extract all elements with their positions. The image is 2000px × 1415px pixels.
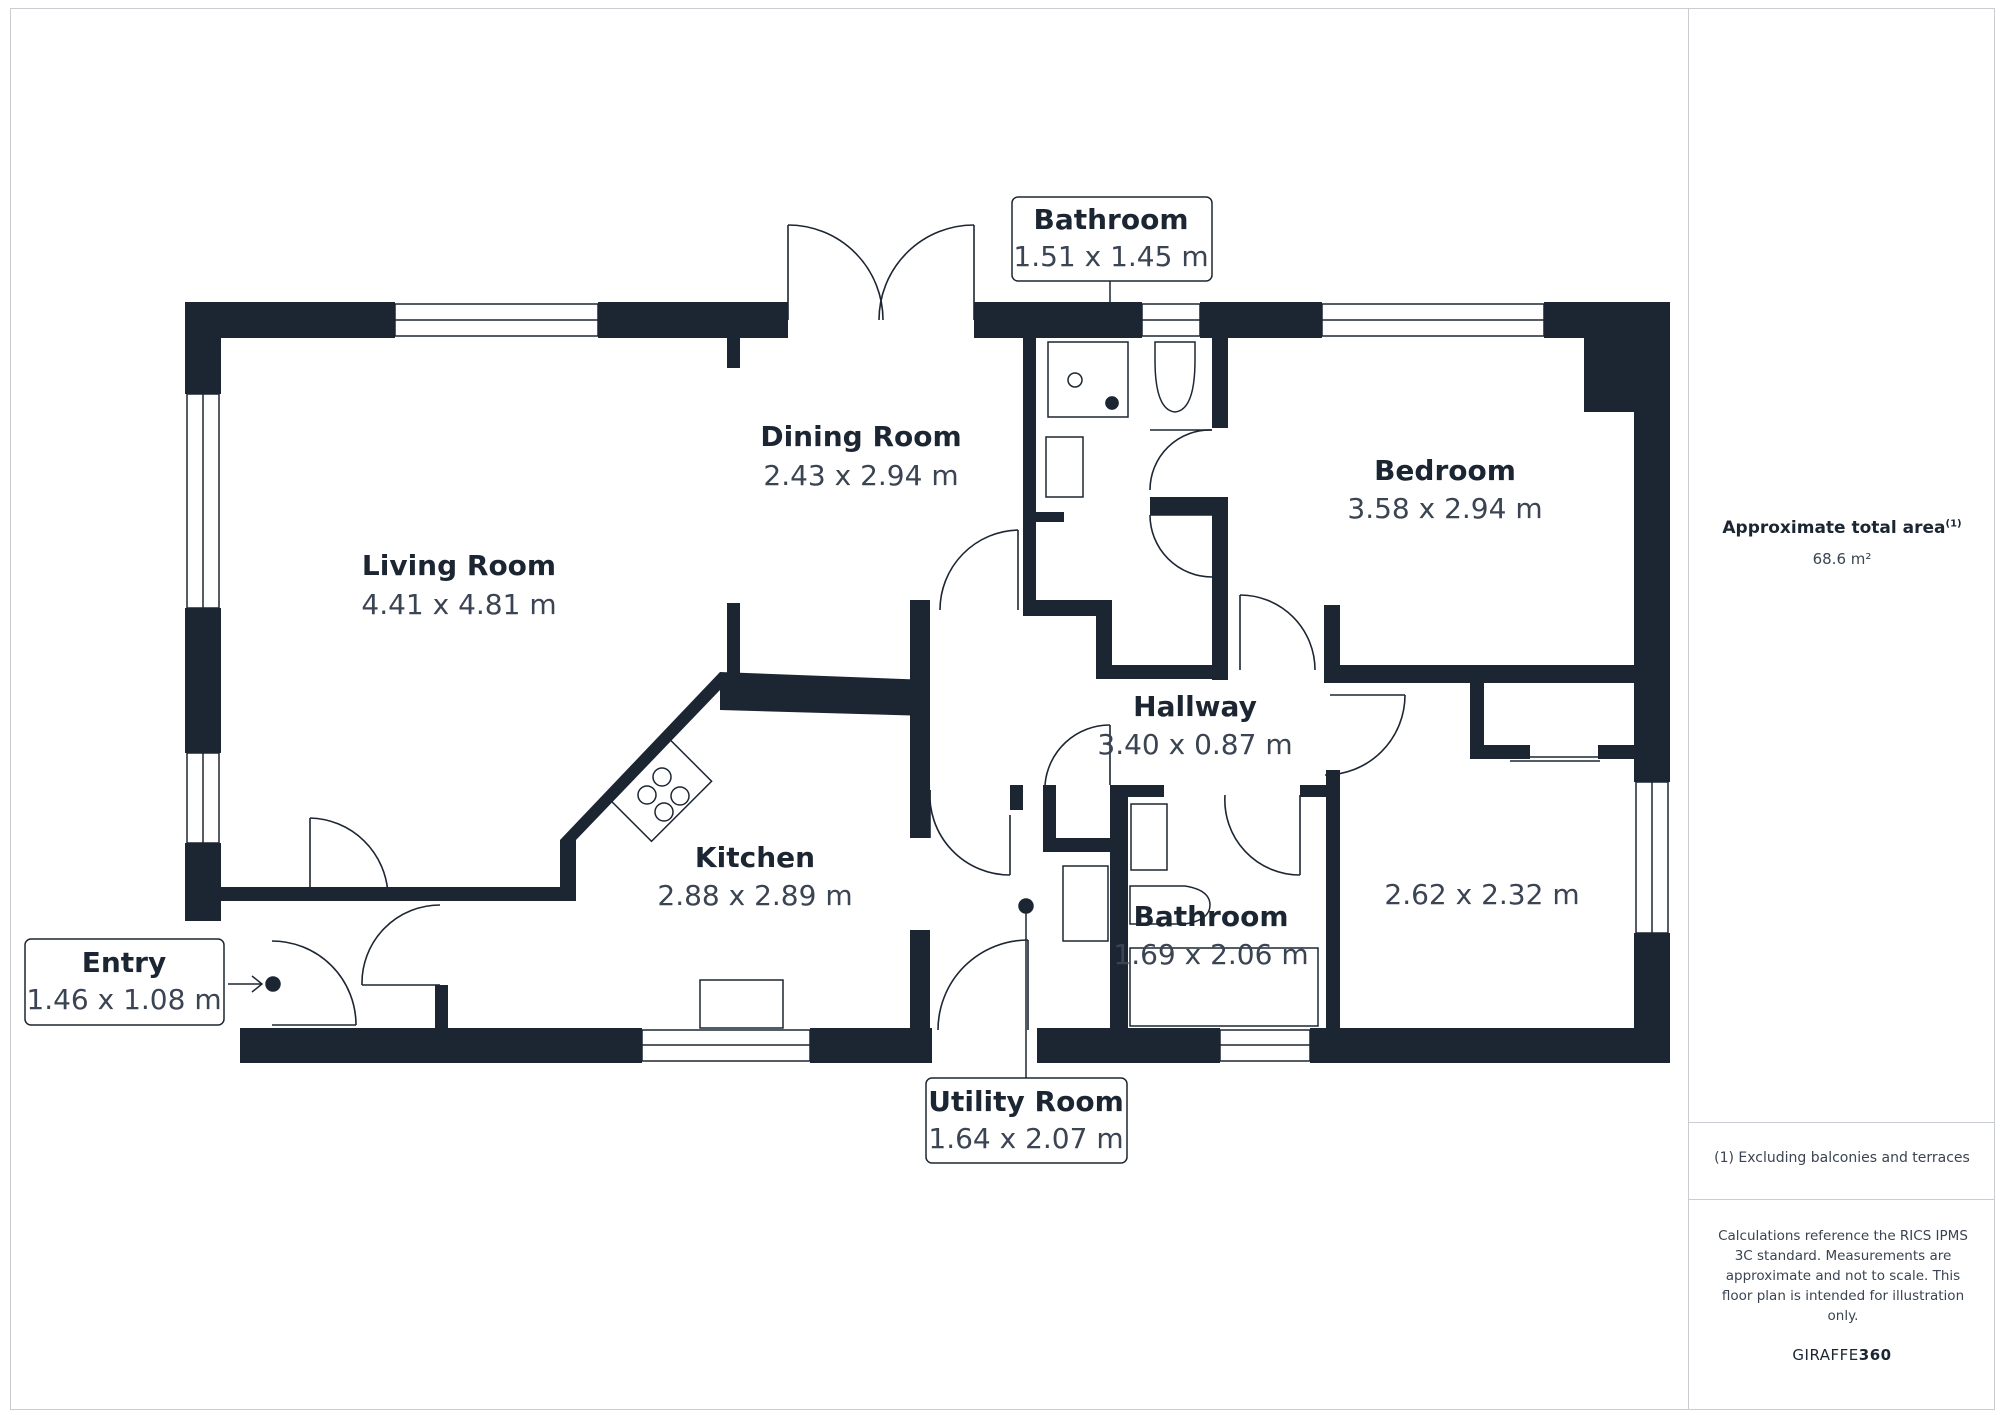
wall-closet-left	[1470, 680, 1484, 750]
wall-bottom-a	[240, 1028, 642, 1063]
wall-kitchen-diagonal	[560, 672, 720, 901]
basin-top	[1045, 436, 1084, 498]
area-value: 68.6 m²	[1812, 550, 1872, 568]
wall-bath-low-top-b	[1300, 785, 1340, 797]
burner-3	[654, 802, 674, 822]
bathroom-top-dims: 1.51 x 1.45 m	[1013, 240, 1208, 273]
bathroom-low-name: Bathroom	[1133, 900, 1288, 933]
wall-hall-top-b	[1096, 665, 1226, 679]
wall-dining-stub	[727, 338, 740, 368]
entry-dims: 1.46 x 1.08 m	[26, 983, 221, 1016]
basin-low	[1130, 803, 1168, 871]
wall-entry-right	[435, 985, 448, 1030]
wall-hall-top-a	[1023, 600, 1103, 616]
toilet-top	[1154, 341, 1196, 413]
sidebar-divider	[1688, 8, 1689, 1410]
utility-room-callout	[925, 1077, 1128, 1164]
dining-room-dims: 2.43 x 2.94 m	[763, 459, 958, 492]
utility-room-dims: 1.64 x 2.07 m	[928, 1122, 1123, 1155]
utility-room-name: Utility Room	[928, 1085, 1124, 1118]
floor-plan: Living Room 4.41 x 4.81 m Dining Room 2.…	[24, 196, 1670, 1164]
hallway-dims: 3.40 x 0.87 m	[1097, 728, 1292, 761]
wall-bath-top-bottom	[1150, 497, 1228, 515]
bathroom-top-name: Bathroom	[1033, 203, 1188, 236]
area-title-text: Approximate total area	[1722, 518, 1946, 538]
doors	[271, 224, 1600, 1031]
utility-appliance	[1062, 865, 1109, 942]
cooktop	[606, 736, 713, 843]
wall-entry-top	[185, 887, 560, 901]
wall-left-c	[185, 843, 221, 921]
bedroom-name: Bedroom	[1374, 454, 1516, 487]
wall-bedroom-bottom	[1324, 665, 1670, 683]
kitchen-name: Kitchen	[695, 841, 815, 874]
wall-bath-top-left	[1023, 338, 1036, 610]
wall-kitchen-top	[720, 672, 930, 716]
kitchen-dims: 2.88 x 2.89 m	[657, 879, 852, 912]
wall-kitchen-right	[910, 600, 930, 838]
wall-bottom-d	[1310, 1028, 1670, 1063]
hallway-name: Hallway	[1133, 690, 1257, 723]
page-frame	[10, 8, 1995, 1410]
wall-kitchen-right-low	[910, 930, 930, 1028]
wall-top-right-a	[974, 302, 1142, 338]
bathroom-top-callout	[1011, 196, 1213, 282]
area-title-superscript: (1)	[1945, 518, 1962, 530]
wall-left-b	[185, 608, 221, 753]
sidebar-rule-1	[1688, 1122, 1995, 1123]
bedroom-2-dims: 2.62 x 2.32 m	[1384, 878, 1579, 911]
wall-top-mid	[598, 302, 788, 338]
burner-1	[652, 767, 672, 787]
shower-drain	[1067, 372, 1083, 388]
windows	[186, 303, 1669, 1062]
burner-4	[670, 786, 690, 806]
bathtub	[1129, 947, 1319, 1027]
toilet-low	[1129, 885, 1211, 925]
wall-bottom-b	[810, 1028, 932, 1063]
shower-tray	[1047, 341, 1129, 418]
footnote: (1) Excluding balconies and terraces	[1714, 1150, 1970, 1166]
burner-2	[637, 785, 657, 805]
wall-util-stub-2	[1043, 785, 1056, 850]
walls	[185, 302, 1670, 1063]
entry-point	[265, 976, 281, 992]
brand-light: GIRAFFE	[1792, 1346, 1859, 1364]
wall-right-a	[1634, 302, 1670, 782]
brand-logo: GIRAFFE360	[1689, 1346, 1995, 1364]
area-summary: Approximate total area(1) 68.6 m²	[1689, 518, 1995, 568]
wall-top-right-b	[1200, 302, 1322, 338]
callout-boxes: Bathroom 1.51 x 1.45 m Entry 1.46 x 1.08…	[24, 196, 1213, 1164]
wall-bedroom2-left	[1326, 770, 1340, 1028]
living-room-name: Living Room	[362, 549, 556, 582]
callout-lines	[228, 280, 1111, 1080]
area-title: Approximate total area(1)	[1689, 518, 1995, 538]
sidebar-rule-2	[1688, 1199, 1995, 1200]
wall-bath-right-low	[1212, 515, 1228, 680]
fixtures	[265, 341, 1319, 1029]
brand-bold: 360	[1858, 1346, 1892, 1364]
disclaimer: Calculations reference the RICS IPMS 3C …	[1718, 1228, 1968, 1324]
kitchen-sink	[699, 979, 784, 1029]
wall-bottom-c	[1037, 1028, 1220, 1063]
wall-living-stub	[727, 603, 740, 673]
entry-callout	[24, 938, 225, 1026]
wall-bath-shelf	[1036, 512, 1064, 522]
wall-bath-low-top-a	[1110, 785, 1164, 797]
wall-hall-step	[1096, 600, 1112, 677]
dining-room-name: Dining Room	[760, 420, 961, 453]
wall-util-ledge	[1043, 838, 1113, 852]
bathroom-low-dims: 1.69 x 2.06 m	[1113, 938, 1308, 971]
living-room-dims: 4.41 x 4.81 m	[361, 588, 556, 621]
wall-closet-bottom	[1470, 745, 1530, 759]
wall-left-a	[185, 302, 221, 394]
wall-bath-low-left	[1110, 785, 1128, 1028]
wall-bedroom-left-stub	[1324, 605, 1340, 670]
entry-name: Entry	[82, 946, 167, 979]
wall-closet-bottom-r	[1598, 745, 1634, 759]
bedroom-dims: 3.58 x 2.94 m	[1347, 492, 1542, 525]
wall-bath-top-right	[1212, 338, 1228, 428]
wall-util-stub	[1010, 785, 1023, 810]
room-labels: Living Room 4.41 x 4.81 m Dining Room 2.…	[361, 420, 1579, 971]
